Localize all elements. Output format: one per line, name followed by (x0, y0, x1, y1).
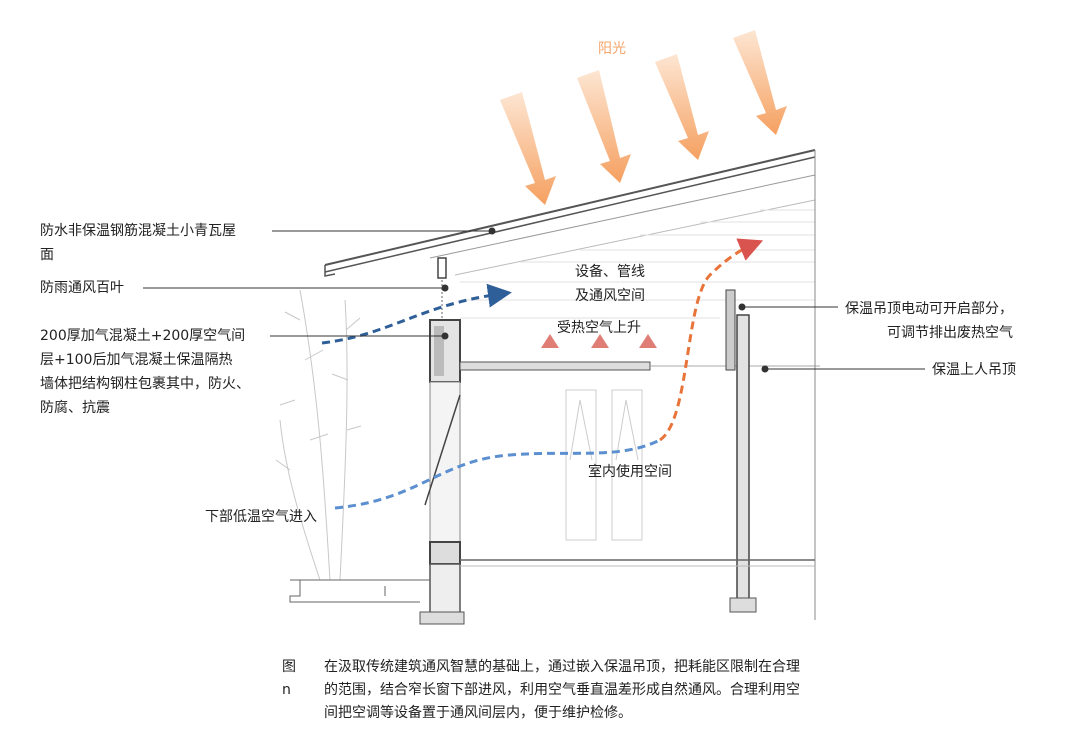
ceiling-void-hatching (460, 209, 815, 319)
indoor-space-label: 室内使用空间 (588, 464, 672, 480)
upper-cool-airflow (321, 283, 512, 345)
wall-label-line: 200厚加气混凝土+200厚空气间 (40, 328, 246, 344)
insulated-ceiling (459, 361, 651, 371)
roof-label-line: 面 (40, 247, 54, 263)
wall-label-line: 防腐、抗震 (40, 400, 110, 416)
louver-label: 防雨通风百叶 (40, 280, 124, 296)
rain-louver (437, 257, 447, 279)
wall-label-line: 墙体把结构钢柱包裹其中，防火、 (40, 376, 250, 392)
sun-arrow (655, 54, 709, 160)
tall-windows (565, 389, 643, 541)
wall-label-line: 层+100后加气混凝土保温隔热 (40, 352, 233, 368)
roof-label-line: 防水非保温钢筋混凝土小青瓦屋 (40, 223, 236, 239)
sun-arrow (733, 30, 787, 135)
roof-label: 防水非保温钢筋混凝土小青瓦屋 面 (40, 219, 236, 267)
bamboo-illustration (275, 289, 362, 581)
roof (324, 149, 816, 277)
ceiling-label: 保温上人吊顶 (932, 362, 1016, 378)
lower-cool-airflow (334, 438, 661, 510)
caption-text: 在汲取传统建筑通风智慧的基础上，通过嵌入保温吊顶，把耗能区限制在合理的范围，结合… (324, 659, 800, 721)
equipment-space-line: 及通风空间 (575, 288, 645, 304)
cool-air-in-label: 下部低温空气进入 (205, 509, 317, 525)
sunlight-arrows (500, 30, 787, 205)
openable-ceiling-line: 保温吊顶电动可开启部分， (845, 301, 1013, 317)
steel-column (736, 314, 750, 601)
exterior-wall (419, 319, 465, 625)
openable-ceiling-label: 保温吊顶电动可开启部分， 可调节排出废热空气 (845, 297, 1013, 345)
hot-air-rise-label: 受热空气上升 (557, 320, 641, 336)
sun-arrow (500, 92, 556, 205)
equipment-space-label: 设备、管线 及通风空间 (575, 260, 645, 308)
wall-label: 200厚加气混凝土+200厚空气间 层+100后加气混凝土保温隔热 墙体把结构钢… (40, 324, 250, 420)
warm-exhaust-airflow (659, 238, 764, 442)
sun-arrow (577, 70, 631, 183)
openable-ceiling-panel (725, 289, 736, 371)
openable-ceiling-line: 可调节排出废热空气 (887, 325, 1013, 341)
figure-number: 图n (282, 659, 296, 698)
sunlight-label: 阳光 (598, 41, 626, 57)
leader-lines (143, 227, 925, 373)
floor (289, 559, 815, 603)
hot-air-rising-arrows (548, 345, 650, 390)
equipment-space-line: 设备、管线 (575, 264, 645, 280)
